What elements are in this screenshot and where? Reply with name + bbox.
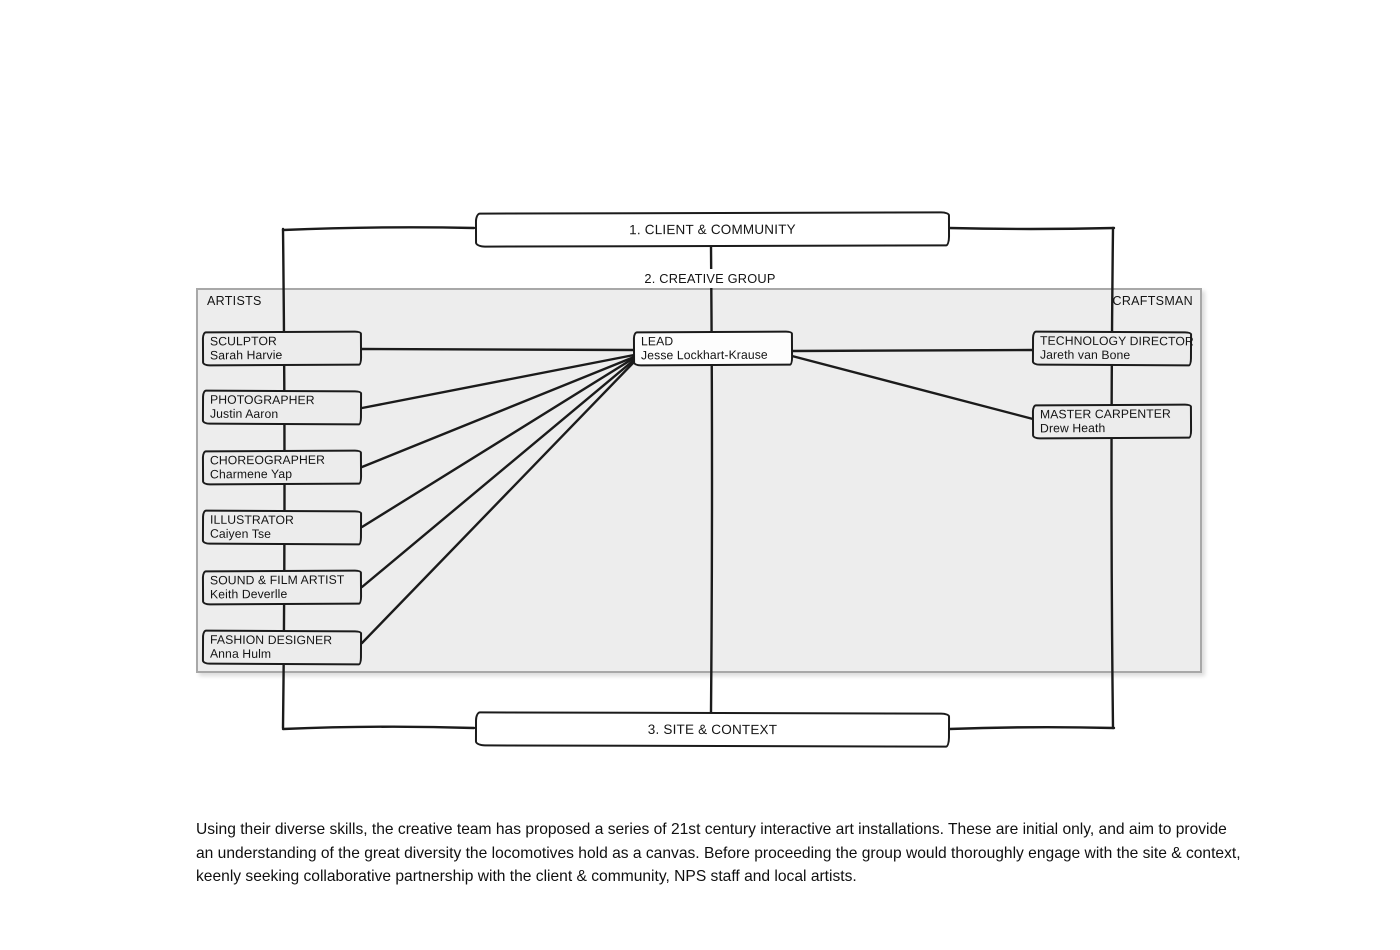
- artist-node-photographer: PHOTOGRAPHER Justin Aaron: [201, 389, 363, 426]
- line-top-left: [281, 226, 476, 232]
- craftsman-node-master-carpenter: MASTER CARPENTER Drew Heath: [1031, 403, 1193, 440]
- line-bottom-right: [947, 726, 1116, 731]
- role-label: MASTER CARPENTER: [1039, 406, 1171, 422]
- craftsman-section-label: CRAFTSMAN: [1112, 294, 1193, 308]
- artists-section-label: ARTISTS: [207, 294, 262, 308]
- person-name: Caiyen Tse: [209, 526, 272, 541]
- artist-node-sculptor: SCULPTOR Sarah Harvie: [201, 330, 363, 367]
- person-name: Justin Aaron: [209, 406, 279, 421]
- artist-node-choreographer: CHOREOGRAPHER Charmene Yap: [201, 449, 363, 486]
- line-top-right: [947, 226, 1116, 231]
- role-label: SCULPTOR: [209, 334, 277, 349]
- person-name: Anna Hulm: [209, 646, 272, 661]
- role-label: CHOREOGRAPHER: [209, 452, 326, 468]
- node-client-community-label: 1. CLIENT & COMMUNITY: [629, 221, 796, 238]
- artist-node-fashion-designer: FASHION DESIGNER Anna Hulm: [201, 629, 363, 666]
- person-name: Charmene Yap: [209, 466, 293, 482]
- craftsman-node-technology-director: TECHNOLOGY DIRECTOR Jareth van Bone: [1031, 330, 1194, 367]
- node-site-context-label: 3. SITE & CONTEXT: [647, 721, 778, 738]
- artist-node-sound-film: SOUND & FILM ARTIST Keith Deverlle: [201, 569, 363, 606]
- line-bottom-left: [281, 725, 476, 731]
- caption-paragraph: Using their diverse skills, the creative…: [196, 821, 1241, 886]
- node-client-community: 1. CLIENT & COMMUNITY: [474, 211, 951, 248]
- creative-group-label-text: 2. CREATIVE GROUP: [644, 271, 776, 286]
- person-name: Keith Deverlle: [209, 586, 288, 602]
- artist-node-illustrator: ILLUSTRATOR Caiyen Tse: [201, 509, 363, 546]
- creative-group-label: 2. CREATIVE GROUP: [612, 269, 808, 288]
- lead-node: LEAD Jesse Lockhart-Krause: [632, 330, 794, 367]
- person-name: Jesse Lockhart-Krause: [640, 347, 768, 363]
- person-name: Jareth van Bone: [1039, 347, 1131, 362]
- person-name: Sarah Harvie: [209, 347, 283, 363]
- role-label: SOUND & FILM ARTIST: [209, 572, 345, 588]
- node-site-context: 3. SITE & CONTEXT: [474, 711, 951, 748]
- person-name: Drew Heath: [1039, 420, 1106, 436]
